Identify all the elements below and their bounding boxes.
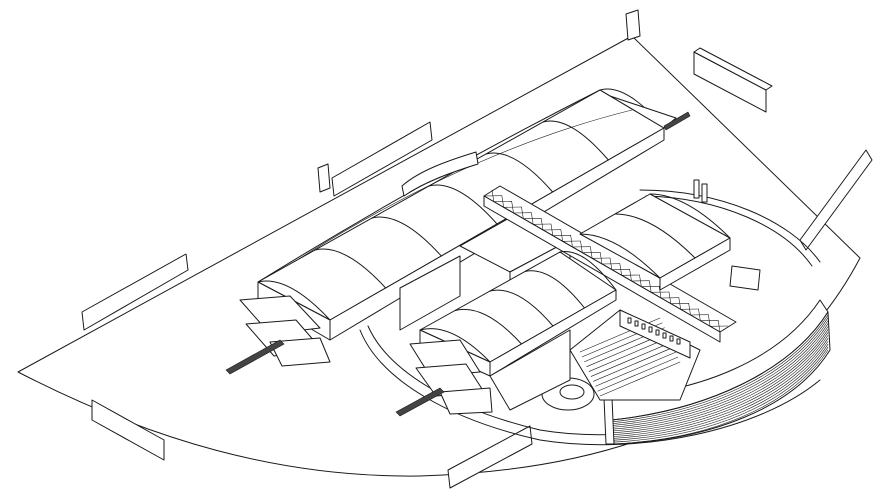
hatch-line: [593, 347, 674, 382]
hatch-line: [668, 291, 672, 304]
wall-course: [611, 338, 829, 437]
wall-course: [611, 343, 829, 441]
vault-arc: [314, 248, 387, 289]
hatch-line: [595, 351, 676, 387]
hatch-line: [550, 223, 554, 236]
hatch-line: [619, 263, 622, 276]
vault-arc: [542, 120, 609, 161]
approach-paths: [225, 111, 691, 417]
tower-elements: [693, 179, 761, 291]
wall-course: [611, 329, 829, 432]
window: [655, 329, 660, 336]
hatch-line: [590, 342, 672, 377]
wall-course: [611, 326, 829, 430]
vault-arc: [428, 184, 498, 225]
wall-course: [611, 317, 829, 424]
hatch-line: [501, 195, 504, 208]
wall-course: [611, 320, 829, 426]
amphitheater: [569, 309, 701, 401]
skylight-truss: [483, 185, 737, 343]
vault-arc: [524, 270, 585, 309]
window: [634, 320, 639, 327]
window: [627, 317, 632, 324]
hatch-line: [540, 218, 544, 231]
wall-course: [611, 332, 829, 434]
hatch-line: [678, 297, 681, 310]
hatch-line: [599, 252, 603, 265]
window: [648, 326, 653, 333]
vault-arc: [257, 280, 331, 321]
hatch-line: [639, 274, 642, 287]
wall-course: [611, 349, 829, 445]
hatch-line: [491, 189, 495, 202]
hatch-line: [717, 320, 721, 333]
wall-course: [611, 340, 829, 439]
hatch-line: [708, 314, 711, 327]
hatch-line: [597, 356, 679, 392]
vault-arc: [649, 193, 731, 239]
window: [669, 335, 674, 342]
window: [662, 332, 667, 339]
hatch-line: [698, 308, 701, 321]
hatch-line: [649, 280, 652, 293]
vault-arc: [559, 250, 617, 291]
wall-course: [611, 314, 829, 423]
hatch-line: [688, 303, 691, 316]
vault-arc: [454, 309, 522, 345]
vault-arc: [579, 233, 661, 279]
curved-wall: [603, 299, 831, 445]
vault-arc: [419, 328, 491, 363]
hatch-line: [570, 235, 573, 248]
canopies: [239, 295, 493, 415]
wall-course: [611, 346, 829, 443]
hatch-line: [588, 337, 670, 372]
hatch-line: [560, 229, 563, 242]
wall-course: [611, 311, 829, 421]
hatch-line: [521, 206, 524, 219]
vault-arc: [489, 289, 554, 327]
perimeter-walls: [81, 9, 873, 489]
window: [641, 323, 646, 330]
hatch-line: [599, 361, 681, 397]
hatch-line: [609, 257, 613, 270]
hatch-line: [629, 269, 632, 282]
hatch-line: [658, 286, 662, 299]
hatch-line: [531, 212, 534, 225]
right-vaulted-wing: [579, 193, 731, 291]
window: [676, 338, 681, 345]
vault-arc: [371, 216, 442, 257]
vault-arc: [485, 152, 554, 193]
curved-canopy: [401, 151, 479, 197]
hatch-line: [511, 201, 514, 214]
vault-arc: [614, 213, 696, 259]
wall-course: [611, 335, 829, 436]
hatch-line: [590, 246, 593, 259]
hatch-line: [580, 240, 583, 253]
wall-course: [611, 323, 829, 428]
